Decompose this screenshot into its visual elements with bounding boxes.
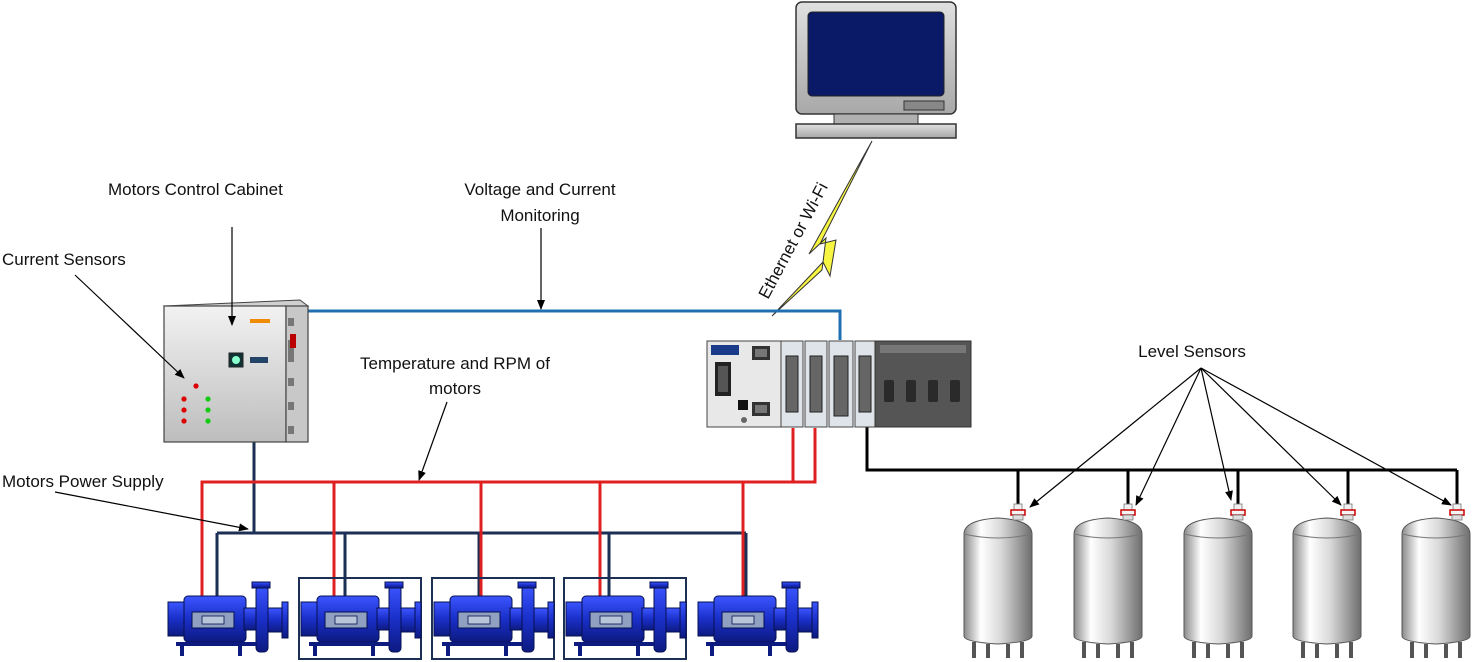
voltage-current-line (308, 309, 842, 340)
control-cabinet-icon (162, 299, 310, 443)
voltage-current-label-line2: Monitoring (500, 206, 579, 225)
temperature-rpm-label-line2: motors (429, 379, 481, 398)
callout-arrows (54, 227, 1452, 532)
motor-pump-icon (433, 581, 555, 657)
storage-tank-icon (963, 517, 1033, 659)
wireless-link-icon (771, 140, 873, 317)
motor-pump-icon (167, 581, 289, 657)
storage-tank-icon (1183, 517, 1253, 659)
daq-chassis-icon (706, 340, 972, 428)
motors-power-supply-label: Motors Power Supply (2, 472, 164, 491)
motor-pump-icon (697, 581, 819, 657)
temperature-rpm-lines (200, 428, 817, 620)
temperature-rpm-label-line1: Temperature and RPM of (360, 354, 550, 373)
voltage-current-label-line1: Voltage and Current (464, 180, 615, 199)
motors-control-cabinet-label: Motors Control Cabinet (108, 180, 283, 199)
level-sensors-label: Level Sensors (1138, 342, 1246, 361)
level-sensor-icon (1010, 503, 1026, 521)
motor-pump-icon (565, 581, 687, 657)
storage-tank-icon (1292, 517, 1362, 659)
level-sensor-icon (1340, 503, 1356, 521)
level-sensor-bus (865, 425, 1459, 506)
level-sensor-icon (1230, 503, 1246, 521)
storage-tank-icon (1073, 517, 1143, 659)
current-sensors-label: Current Sensors (2, 250, 126, 269)
computer-monitor-icon (795, 1, 957, 139)
level-sensor-icon (1449, 503, 1465, 521)
motor-pump-icon (300, 581, 422, 657)
storage-tank-icon (1401, 517, 1471, 659)
level-sensor-icon (1120, 503, 1136, 521)
